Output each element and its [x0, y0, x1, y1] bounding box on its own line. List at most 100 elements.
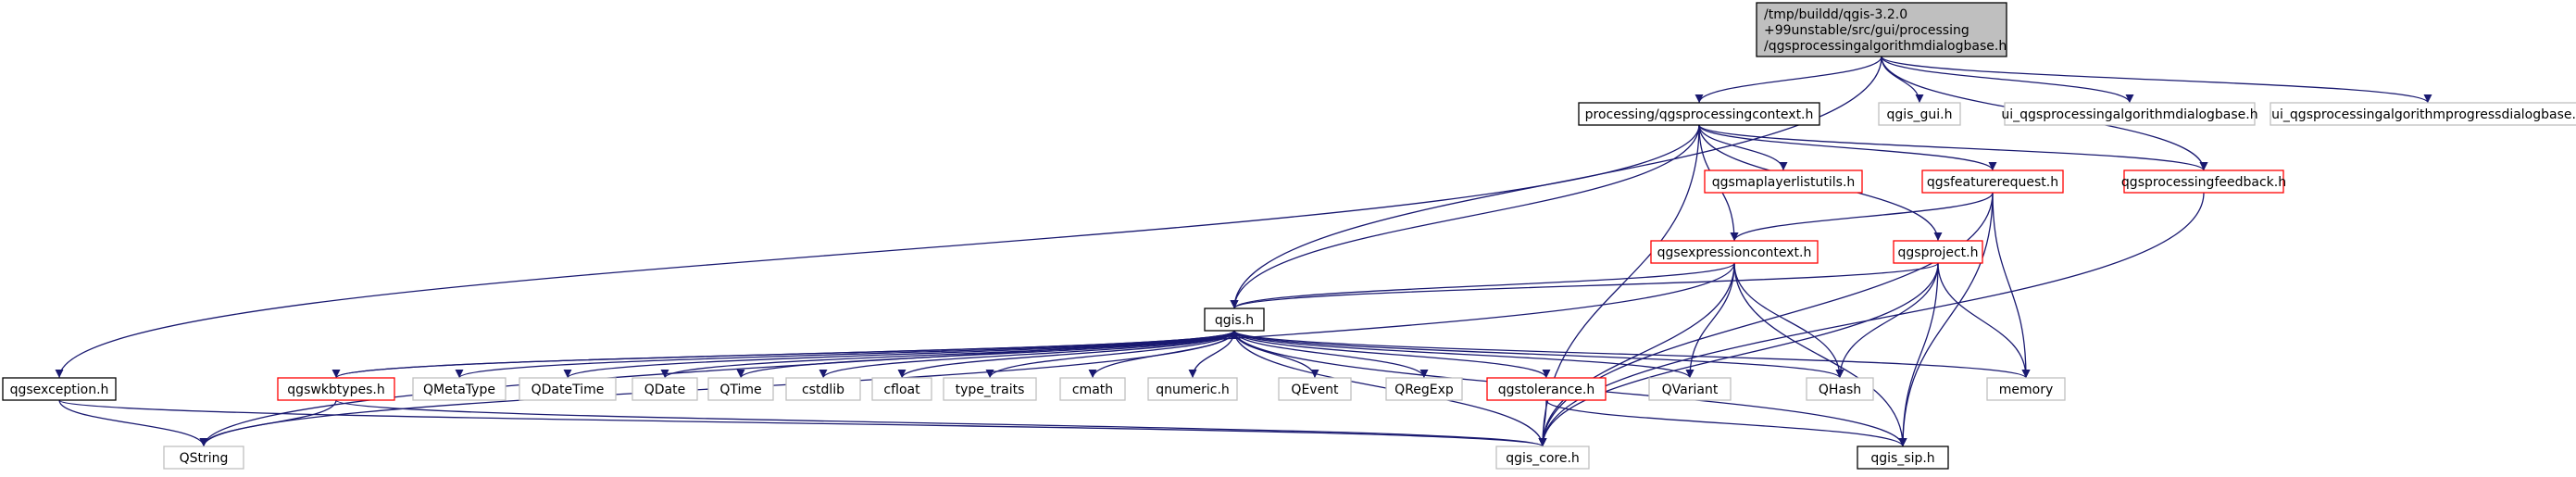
- node-qgisgui[interactable]: qgis_gui.h: [1878, 102, 1961, 126]
- node-feedback[interactable]: qgsprocessingfeedback.h: [2121, 169, 2286, 194]
- edge-qgis-to-qhash: [1233, 330, 1844, 379]
- node-box: [2123, 169, 2284, 194]
- edge-qgis-to-tolerance: [1233, 330, 1551, 379]
- edge-qgis-to-typetraits: [985, 330, 1235, 379]
- edge-wkbtypes-to-qgis: [335, 330, 1239, 379]
- node-box: [1921, 169, 2064, 194]
- edge-root-to-ui_dialog: [1881, 56, 2134, 104]
- node-label: processing/qgsprocessingcontext.h: [1585, 107, 1814, 122]
- node-label: QString: [180, 451, 229, 466]
- node-exception[interactable]: qgsexception.h: [2, 377, 117, 401]
- node-box: [1893, 240, 1983, 264]
- node-qregexp[interactable]: QRegExp: [1385, 377, 1463, 401]
- node-qhash[interactable]: QHash: [1806, 377, 1874, 401]
- edge-wkbtypes-to-qstring: [199, 399, 337, 447]
- node-ctx[interactable]: processing/qgsprocessingcontext.h: [1578, 102, 1820, 126]
- node-label: QHash: [1819, 383, 1861, 397]
- node-memory[interactable]: memory: [1986, 377, 2066, 401]
- edge-root-to-ui_progress: [1881, 56, 2432, 104]
- edge-ctx-to-exception: [55, 124, 1700, 379]
- node-cfloat[interactable]: cfloat: [871, 377, 932, 401]
- node-label: qgis.h: [1215, 313, 1254, 328]
- edge-project-to-memory: [1937, 262, 2031, 379]
- node-typetraits[interactable]: type_traits: [943, 377, 1037, 401]
- node-root[interactable]: /tmp/buildd/qgis-3.2.0+99unstable/src/gu…: [1756, 2, 2007, 57]
- edge-qgis-to-qregexp: [1233, 330, 1429, 379]
- node-box: [2004, 102, 2256, 126]
- node-label: QEvent: [1291, 383, 1339, 397]
- node-qgissip[interactable]: qgis_sip.h: [1857, 446, 1949, 470]
- node-qvariant[interactable]: QVariant: [1648, 377, 1732, 401]
- node-label: qgsprocessingfeedback.h: [2121, 175, 2286, 190]
- node-box: [277, 377, 395, 401]
- node-box: [2270, 102, 2576, 126]
- node-label: cstdlib: [802, 383, 844, 397]
- node-qevent[interactable]: QEvent: [1278, 377, 1352, 401]
- node-label: QDate: [644, 383, 685, 397]
- node-wkbtypes[interactable]: qgswkbtypes.h: [277, 377, 395, 401]
- edge-exprctx-to-qgis: [1230, 262, 1735, 309]
- node-qstring[interactable]: QString: [163, 446, 244, 470]
- node-ui_progress[interactable]: ui_qgsprocessingalgorithmprogressdialogb…: [2270, 102, 2576, 126]
- node-label: QRegExp: [1394, 383, 1454, 397]
- node-box: [1059, 377, 1126, 401]
- edge-ctx-to-featreq: [1698, 124, 1997, 171]
- edge-featreq-to-exprctx: [1730, 192, 1994, 242]
- node-label: cmath: [1072, 383, 1113, 397]
- node-project[interactable]: qgsproject.h: [1893, 240, 1983, 264]
- node-label: qgis_gui.h: [1887, 107, 1953, 122]
- node-qmetatype[interactable]: QMetaType: [412, 377, 506, 401]
- node-qdatetime[interactable]: QDateTime: [519, 377, 617, 401]
- edge-project-to-qgiscore: [1538, 262, 1939, 447]
- node-label: type_traits: [956, 383, 1025, 397]
- node-label: qgsexception.h: [10, 383, 109, 397]
- node-ui_dialog[interactable]: ui_qgsprocessingalgorithmdialogbase.h: [2001, 102, 2258, 126]
- node-cstdlib[interactable]: cstdlib: [785, 377, 861, 401]
- node-featreq[interactable]: qgsfeaturerequest.h: [1921, 169, 2064, 194]
- node-box: [1204, 308, 1265, 332]
- edge-exprctx-to-qhash: [1733, 262, 1844, 379]
- edge-featreq-to-memory: [1992, 192, 2031, 379]
- node-qnumeric[interactable]: qnumeric.h: [1147, 377, 1238, 401]
- node-box: [631, 377, 698, 401]
- edge-project-to-qhash: [1835, 262, 1939, 379]
- node-box: [1578, 102, 1820, 126]
- node-maplayer[interactable]: qgsmaplayerlistutils.h: [1704, 169, 1863, 194]
- node-qtime[interactable]: QTime: [707, 377, 774, 401]
- edge-project-to-qgis: [1230, 262, 1939, 309]
- edge-qgis-to-cstdlib: [819, 330, 1235, 379]
- node-qdate[interactable]: QDate: [631, 377, 698, 401]
- node-label: qgstolerance.h: [1498, 383, 1594, 397]
- node-box: [785, 377, 861, 401]
- edge-exception-to-qstring: [58, 399, 208, 447]
- node-box: [2, 377, 117, 401]
- edge-ctx-to-feedback: [1698, 124, 2208, 171]
- node-label: qgsexpressioncontext.h: [1657, 245, 1812, 260]
- node-label: /qgsprocessingalgorithmdialogbase.h: [1764, 39, 2007, 54]
- node-label: QVariant: [1662, 383, 1719, 397]
- edge-qgis-to-qvariant: [1233, 330, 1694, 379]
- edge-tolerance-to-qgissip: [1545, 399, 1907, 447]
- edge-project-to-qgissip: [1898, 262, 1939, 447]
- node-label: QMetaType: [423, 383, 495, 397]
- node-label: qgis_sip.h: [1870, 451, 1934, 466]
- node-box: [1986, 377, 2066, 401]
- node-box: [1857, 446, 1949, 470]
- node-label: qgis_core.h: [1506, 451, 1580, 466]
- node-tolerance[interactable]: qgstolerance.h: [1486, 377, 1607, 401]
- edge-ctx-to-qgis: [1230, 124, 1700, 309]
- edge-qgis-to-qdatetime: [563, 330, 1235, 379]
- node-qgis[interactable]: qgis.h: [1204, 308, 1265, 332]
- node-box: [1648, 377, 1732, 401]
- node-label: qgsmaplayerlistutils.h: [1712, 175, 1856, 190]
- edge-wkbtypes-to-qgiscore: [335, 399, 1547, 447]
- node-cmath[interactable]: cmath: [1059, 377, 1126, 401]
- node-box: [163, 446, 244, 470]
- node-label: qgsproject.h: [1898, 245, 1979, 260]
- node-qgiscore[interactable]: qgis_core.h: [1495, 446, 1590, 470]
- edge-qgis-to-memory: [1233, 330, 2031, 379]
- edge-tolerance-to-qgiscore: [1538, 399, 1547, 447]
- node-exprctx[interactable]: qgsexpressioncontext.h: [1650, 240, 1819, 264]
- edge-exception-to-qgiscore: [58, 399, 1546, 447]
- node-label: QDateTime: [531, 383, 605, 397]
